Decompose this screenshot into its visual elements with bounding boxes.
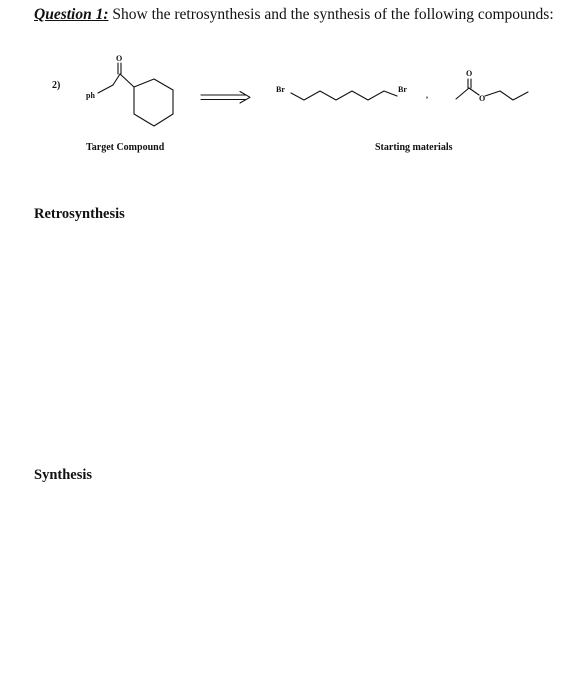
ester-structure (455, 78, 529, 101)
reaction-scheme: ph O Br Br , O O (86, 54, 529, 127)
question-text: Show the retrosynthesis and the synthesi… (108, 6, 554, 23)
separator-comma: , (426, 91, 428, 100)
target-compound-structure (97, 62, 174, 127)
dibromide-br-left: Br (276, 85, 285, 94)
synthesis-heading: Synthesis (34, 467, 93, 483)
question-label: Question 1: (34, 6, 109, 23)
retrosynthesis-heading: Retrosynthesis (34, 206, 125, 222)
ester-chain-left (455, 87, 480, 100)
dibromide-chain (290, 90, 398, 101)
target-bond-ketone (112, 73, 121, 86)
target-compound-caption: Target Compound (86, 142, 165, 153)
problem-number: 2) (52, 80, 61, 91)
cyclohexane-ring (133, 78, 174, 127)
ester-ether-oxygen-label: O (479, 94, 485, 103)
dibromide-br-right: Br (398, 85, 407, 94)
ester-carbonyl-oxygen-label: O (466, 69, 472, 78)
target-bond-ph (97, 84, 114, 94)
target-ph-label: ph (86, 91, 95, 100)
starting-materials-caption: Starting materials (375, 142, 453, 153)
target-bond-ring (119, 73, 135, 88)
target-oxygen-label: O (116, 54, 122, 63)
question-prompt: Question 1: Show the retrosynthesis and … (34, 4, 554, 25)
retrosynthesis-arrow-icon (200, 90, 251, 104)
ester-chain-right (484, 90, 529, 101)
